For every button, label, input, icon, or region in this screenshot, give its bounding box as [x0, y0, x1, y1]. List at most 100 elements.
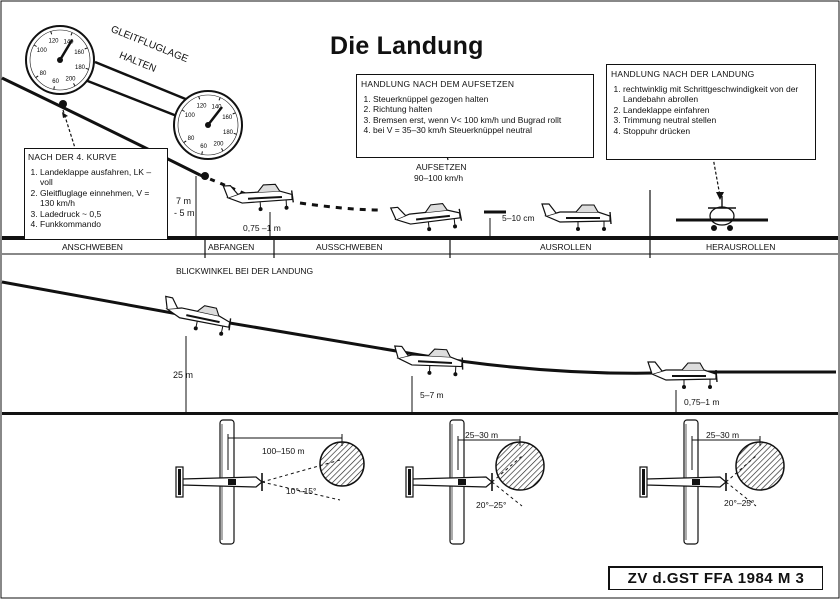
- gauge-tick-label: 60: [200, 144, 207, 150]
- gauge-tick-label: 120: [48, 39, 59, 45]
- gauge-tick: [85, 67, 89, 70]
- marker-point: [201, 172, 209, 180]
- marker-point: [59, 100, 67, 108]
- aircraft-touchdown-icon: [389, 199, 464, 236]
- gauge-tick: [221, 148, 224, 152]
- distance-label: 25–30 m: [706, 430, 740, 440]
- view-height-3: 0,75–1 m: [684, 397, 720, 407]
- list-item: Landeklappe ausfahren, LK – voll: [40, 167, 164, 188]
- glide-band: [79, 76, 183, 120]
- list-item: Stoppuhr drücken: [623, 126, 811, 137]
- list-item: Bremsen erst, wenn V< 100 km/h und Bugra…: [373, 115, 589, 126]
- list-item: Gleitfluglage einnehmen, V = 130 km/h: [40, 188, 164, 209]
- arrow-head-icon: [62, 112, 68, 118]
- list-item: rechtwinklig mit Schrittgeschwindigkeit …: [623, 84, 811, 105]
- view-height-2: 5–7 m: [420, 390, 444, 400]
- float-path: [299, 201, 381, 212]
- gauge-tick-label: 180: [75, 65, 86, 71]
- gauge-tick-label: 80: [188, 136, 195, 142]
- list-item: Trimmung neutral stellen: [623, 115, 811, 126]
- height-label-7m: 7 m: [176, 196, 192, 206]
- list-item: Landeklappe einfahren: [623, 105, 811, 116]
- gauge-tick-label: 140: [63, 39, 74, 45]
- angle-label: 20°–25°: [724, 498, 755, 508]
- distance-label: 100–150 m: [262, 446, 305, 456]
- gauge-tick: [33, 44, 37, 47]
- aircraft-view2-icon: [392, 345, 465, 378]
- glide-band: [94, 60, 189, 102]
- page-title: Die Landung: [330, 32, 484, 60]
- glide-path: [1, 76, 201, 177]
- aircraft-view1-icon: [159, 295, 235, 339]
- gauge-tick: [73, 83, 76, 87]
- touchdown-zone-icon: [735, 441, 785, 491]
- phase-ausschweben: AUSSCHWEBEN: [316, 242, 383, 252]
- aircraft-front-icon: [676, 196, 768, 231]
- list-item: Funkkommando: [40, 219, 164, 230]
- gauge-tick: [181, 109, 185, 112]
- view-section-title: BLICKWINKEL BEI DER LANDUNG: [176, 266, 314, 276]
- gauge-tick: [232, 112, 236, 115]
- aircraft-rollout-icon: [541, 203, 612, 232]
- gauge-tick-label: 160: [74, 50, 85, 56]
- gauge-tick-label: 100: [37, 48, 48, 54]
- box-after-touchdown: HANDLUNG NACH DEM AUFSETZEN Steuerknüppe…: [356, 74, 594, 158]
- gauge-tick-label: 100: [185, 113, 196, 119]
- arrow-head-icon: [716, 192, 724, 200]
- runway-line: [2, 412, 838, 415]
- angle-label: 10°–15°: [286, 486, 317, 496]
- flare-path: [199, 173, 251, 198]
- aircraft-top-icon: [175, 419, 263, 545]
- list-item: bei V = 35–30 km/h Steuerknüppel neutral: [373, 125, 589, 136]
- box-heading: HANDLUNG NACH DER LANDUNG: [611, 69, 755, 79]
- box-after-4th-turn: NACH DER 4. KURVE Landeklappe ausfahren,…: [24, 148, 168, 240]
- gauge-tick-label: 180: [223, 130, 234, 136]
- phase-ausrollen: AUSROLLEN: [540, 242, 592, 252]
- gauge-tick: [218, 97, 221, 101]
- gauge-tick: [233, 132, 237, 135]
- box-after-landing: HANDLUNG NACH DER LANDUNG rechtwinklig m…: [606, 64, 816, 160]
- gap-label: 5–10 cm: [502, 213, 535, 223]
- aircraft-flare-icon: [222, 181, 295, 214]
- height-label-5m: - 5 m: [174, 208, 195, 218]
- gauge-tick-label: 160: [222, 115, 233, 121]
- gauge-tick: [50, 31, 53, 35]
- gauge-tick-label: 80: [40, 71, 47, 77]
- list-item: Steuerknüppel gezogen halten: [373, 94, 589, 105]
- distance-label: 25–30 m: [465, 430, 499, 440]
- gauge-tick: [198, 96, 201, 100]
- phase-anschweben: ANSCHWEBEN: [62, 242, 123, 252]
- gauge-tick-label: 120: [196, 104, 207, 110]
- gauge-tick: [201, 151, 203, 155]
- gauge-tick-label: 200: [65, 77, 76, 83]
- height-label-flare: 0,75 –1 m: [243, 223, 281, 233]
- gauge-tick: [53, 86, 55, 90]
- phase-dividers: [204, 190, 651, 258]
- list-item: Ladedruck ~ 0,5: [40, 209, 164, 220]
- gauge-tick-label: 140: [211, 104, 222, 110]
- touchdown-zone-icon: [319, 441, 365, 487]
- angle-label: 20°–25°: [476, 500, 507, 510]
- list-item: Richtung halten: [373, 104, 589, 115]
- box-heading: HANDLUNG NACH DEM AUFSETZEN: [361, 79, 515, 89]
- touchdown-speed: 90–100 km/h: [414, 173, 464, 183]
- touchdown-label: AUFSETZEN: [416, 162, 467, 172]
- gauge-tick: [35, 75, 39, 79]
- box-heading: NACH DER 4. KURVE: [28, 152, 117, 162]
- gauge-tick-label: 200: [213, 142, 224, 148]
- view-height-1: 25 m: [173, 370, 194, 380]
- phase-abfangen: ABFANGEN: [208, 242, 255, 252]
- runway-line: [2, 236, 838, 240]
- gauge-tick: [183, 140, 187, 144]
- touchdown-zone-icon: [495, 441, 545, 491]
- gauge-tick: [84, 47, 88, 50]
- aircraft-view3-icon: [647, 361, 718, 390]
- distance-markers: [227, 434, 761, 470]
- reference-code: ZV d.GST FFA 1984 M 3: [608, 566, 823, 590]
- gauge-tick: [70, 32, 73, 36]
- phase-herausrollen: HERAUSROLLEN: [706, 242, 776, 252]
